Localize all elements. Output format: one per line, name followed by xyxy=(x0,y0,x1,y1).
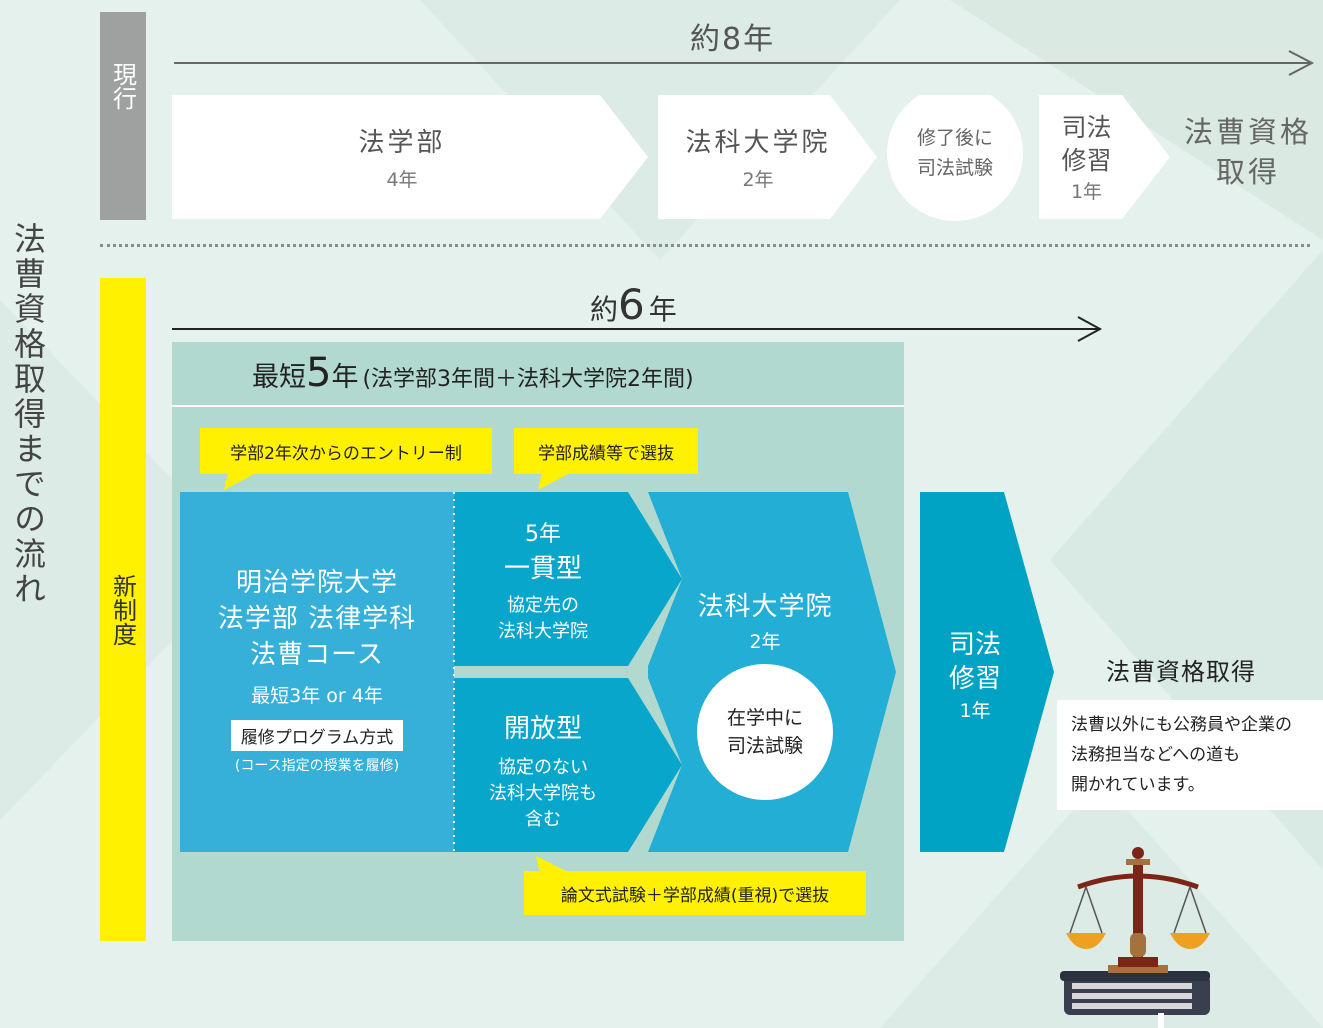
arrow-right-icon xyxy=(172,316,1103,342)
course-years: 最短3年 or 4年 xyxy=(251,685,383,707)
integrated-desc: 協定先の 法科大学院 xyxy=(498,594,588,642)
training-years: 1年 xyxy=(959,699,991,722)
integrated-type: 5年 一貫型 協定先の 法科大学院 xyxy=(456,510,630,650)
callout-entry: 学部2年次からのエントリー制 xyxy=(230,443,462,464)
step-name: 法科大学院 xyxy=(685,128,831,158)
open-type: 開放型 協定のない 法科大学院も 含む xyxy=(456,700,630,840)
shortest-detail: (法学部3年間＋法科大学院2年間) xyxy=(362,367,694,392)
law-school-name: 法科大学院 xyxy=(697,592,833,622)
shortest-heading: 最短5年(法学部3年間＋法科大学院2年間) xyxy=(252,350,694,396)
divider xyxy=(100,244,1310,247)
new-label: 新制度 xyxy=(108,573,137,646)
scales-of-justice-icon xyxy=(1060,847,1210,1028)
callout-exam: 論文式試験＋学部成績(重視)で選抜 xyxy=(560,885,830,906)
current-flow-shapes xyxy=(172,95,1170,221)
new-label-bar: 新制度 xyxy=(100,278,146,941)
open-desc: 協定のない 法科大学院も 含む xyxy=(489,756,597,830)
current-step-training: 司法 修習 1年 xyxy=(1039,95,1134,219)
current-label: 現行 xyxy=(108,62,137,110)
current-goal: 法曹資格 取得 xyxy=(1183,115,1312,189)
new-flow-shapes xyxy=(180,492,1054,852)
goal-desc-box xyxy=(1057,700,1323,810)
course-program: 履修プログラム方式 xyxy=(230,720,404,751)
step-name: 法学部 xyxy=(358,128,446,158)
current-step-exam: 修了後に 司法試験 xyxy=(916,127,993,179)
duration-prefix: 約 xyxy=(590,293,619,326)
arrow-right-icon xyxy=(174,50,1315,76)
step-years: 2年 xyxy=(742,169,774,191)
callout-grades: 学部成績等で選抜 xyxy=(538,443,674,464)
side-title: 法曹資格取得までの流れ xyxy=(9,222,47,607)
goal-desc: 法曹以外にも公務員や企業の 法務担当などへの道も 開かれています。 xyxy=(1071,715,1292,795)
integrated-name: 一貫型 xyxy=(503,553,582,584)
open-name: 開放型 xyxy=(503,713,582,744)
law-school-exam: 在学中に 司法試験 xyxy=(726,707,803,757)
shortest-number: 5 xyxy=(306,350,332,396)
duration-number: 6 xyxy=(618,280,645,329)
current-step-lawschool: 法科大学院 2年 xyxy=(658,95,858,219)
step-years: 4年 xyxy=(386,169,418,191)
course-title: 明治学院大学 法学部 法律学科 法曹コース xyxy=(217,568,417,670)
shortest-prefix: 最短 xyxy=(252,362,306,393)
integrated-years: 5年 xyxy=(525,521,561,547)
law-school-step: 法科大学院 2年 xyxy=(660,585,870,655)
shortest-suffix: 年 xyxy=(331,362,359,393)
course-note: (コース指定の授業を履修) xyxy=(234,758,400,774)
callout-entry-bg xyxy=(200,428,492,490)
callout-exam-bg xyxy=(524,856,866,915)
training-name: 司法 修習 xyxy=(948,629,1001,694)
callout-grades-bg xyxy=(514,428,698,490)
law-school-years: 2年 xyxy=(749,631,781,653)
current-label-bar: 現行 xyxy=(100,12,146,220)
step-years: 1年 xyxy=(1070,180,1103,203)
duration-suffix: 年 xyxy=(648,293,677,326)
current-duration: 約8年 xyxy=(690,22,776,57)
goal-title: 法曹資格取得 xyxy=(1106,658,1256,686)
panel-header-line xyxy=(172,405,904,407)
training-step: 司法 修習 1年 xyxy=(920,620,1030,730)
current-step-faculty: 法学部 4年 xyxy=(172,95,632,219)
step-name: 司法 修習 xyxy=(1061,112,1112,175)
course-box: 明治学院大学 法学部 法律学科 法曹コース 最短3年 or 4年 履修プログラム… xyxy=(180,555,454,785)
